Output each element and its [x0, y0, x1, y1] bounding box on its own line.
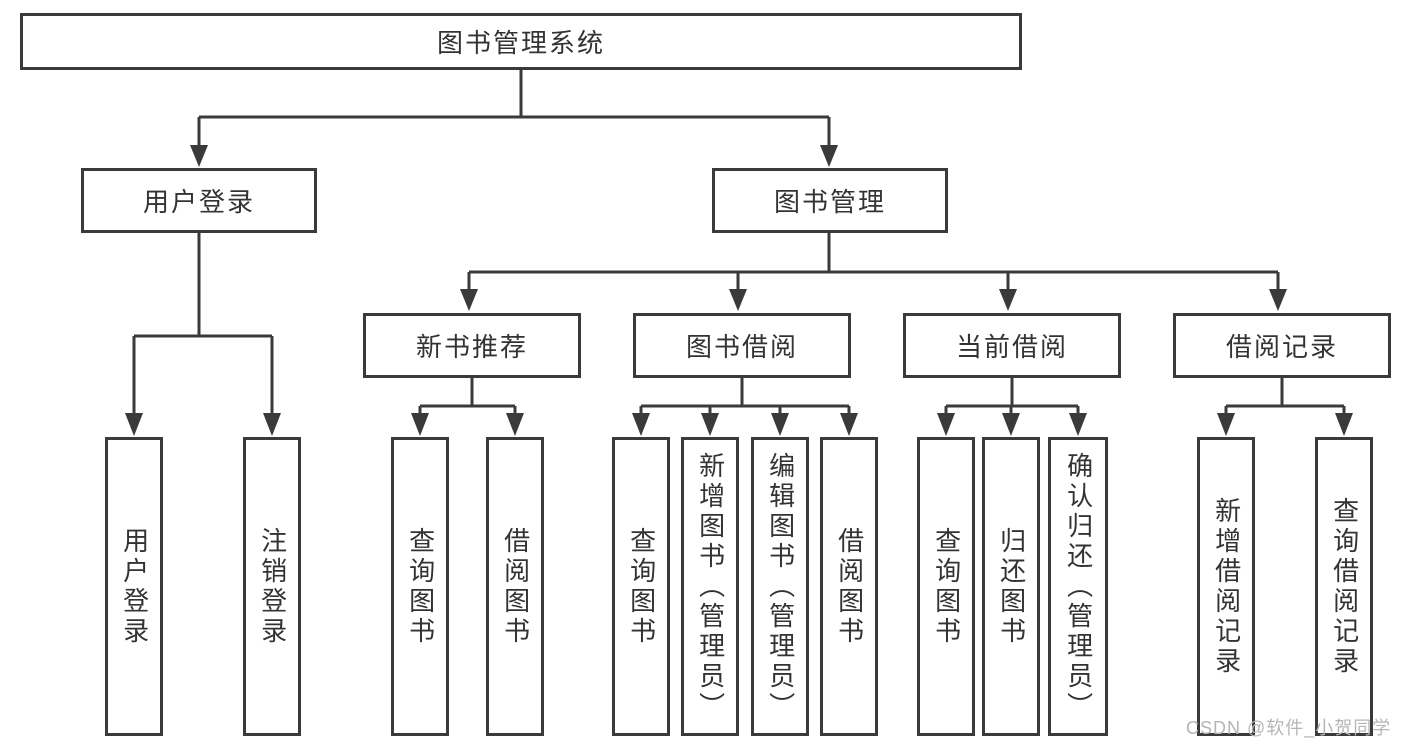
leaf-return-book-label: 归还图书: [996, 526, 1027, 647]
node-new-book-recommend: 新书推荐: [363, 313, 581, 378]
leaf-logout-label: 注销登录: [257, 526, 288, 647]
leaf-borrow-query-book: 查询图书: [612, 437, 670, 736]
csdn-watermark: CSDN @软件_小贺同学: [1186, 718, 1392, 738]
node-library-system: 图书管理系统: [20, 13, 1022, 70]
node-borrow-record-label: 借阅记录: [1225, 332, 1338, 362]
node-user-login: 用户登录: [81, 168, 317, 233]
node-user-login-label: 用户登录: [142, 187, 255, 217]
leaf-recommend-borrow-book-label: 借阅图书: [500, 526, 531, 647]
leaf-borrow-book-label: 借阅图书: [834, 526, 865, 647]
leaf-current-query-book: 查询图书: [917, 437, 975, 736]
node-library-system-label: 图书管理系统: [436, 28, 605, 58]
leaf-recommend-query-book: 查询图书: [391, 437, 449, 736]
leaf-logout: 注销登录: [243, 437, 301, 736]
leaf-borrow-book: 借阅图书: [820, 437, 878, 736]
node-book-management-label: 图书管理: [773, 187, 886, 217]
node-book-borrow: 图书借阅: [633, 313, 851, 378]
node-current-borrow-label: 当前借阅: [955, 332, 1068, 362]
leaf-confirm-return-admin-label: 确认归还（管理员）: [1063, 451, 1094, 722]
node-book-borrow-label: 图书借阅: [685, 332, 798, 362]
leaf-return-book: 归还图书: [982, 437, 1040, 736]
leaf-add-book-admin-label: 新增图书（管理员）: [695, 451, 726, 722]
node-borrow-record: 借阅记录: [1173, 313, 1391, 378]
leaf-edit-book-admin: 编辑图书（管理员）: [751, 437, 809, 736]
node-book-management: 图书管理: [712, 168, 948, 233]
node-new-book-recommend-label: 新书推荐: [415, 332, 528, 362]
leaf-user-login: 用户登录: [105, 437, 163, 736]
leaf-query-borrow-record-label: 查询借阅记录: [1329, 496, 1360, 677]
leaf-edit-book-admin-label: 编辑图书（管理员）: [765, 451, 796, 722]
leaf-recommend-borrow-book: 借阅图书: [486, 437, 544, 736]
leaf-recommend-query-book-label: 查询图书: [405, 526, 436, 647]
leaf-confirm-return-admin: 确认归还（管理员）: [1048, 437, 1108, 736]
leaf-borrow-query-book-label: 查询图书: [626, 526, 657, 647]
leaf-add-borrow-record: 新增借阅记录: [1197, 437, 1255, 736]
leaf-query-borrow-record: 查询借阅记录: [1315, 437, 1373, 736]
leaf-current-query-book-label: 查询图书: [931, 526, 962, 647]
leaf-add-book-admin: 新增图书（管理员）: [681, 437, 739, 736]
node-current-borrow: 当前借阅: [903, 313, 1121, 378]
leaf-add-borrow-record-label: 新增借阅记录: [1211, 496, 1242, 677]
leaf-user-login-label: 用户登录: [119, 526, 150, 647]
